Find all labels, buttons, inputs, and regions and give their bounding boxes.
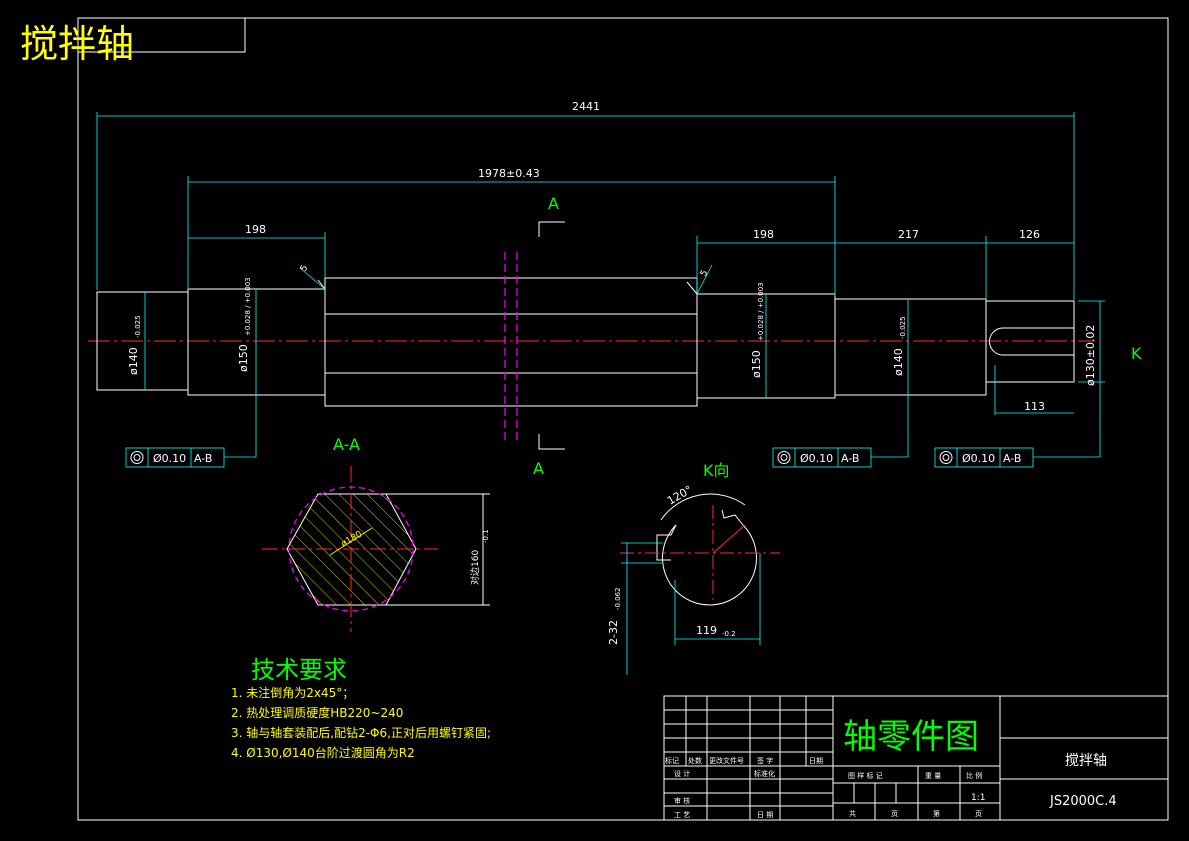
tb-label-total: 共	[849, 809, 856, 818]
chamfer-leader-right	[696, 264, 713, 295]
view-k-keyway-width-tol: -0.062	[614, 587, 622, 610]
k-view-keyway-top	[721, 509, 744, 526]
section-flats-label: 对边160	[469, 550, 481, 585]
tb-label-sheet: 第	[933, 809, 940, 818]
tb-label-mark: 标记	[665, 756, 679, 765]
dim-dia-left-end: ø140	[127, 347, 140, 375]
section-dia-leader	[329, 527, 373, 556]
tb-label-date2: 日 期	[757, 811, 773, 819]
tol-value-2: Ø0.10	[800, 452, 833, 465]
section-arrow-top	[538, 221, 565, 237]
tb-label-change-doc: 更改文件号	[709, 756, 744, 765]
tech-req-item-2: 2. 热处理调质硬度HB220~240	[231, 705, 403, 720]
tb-label-stage-mark: 图 样 标 记	[848, 771, 883, 780]
dim-chamfer-right: 5	[699, 269, 711, 279]
dim-overall: 2441	[572, 100, 600, 113]
tb-label-signature: 签 字	[757, 756, 773, 765]
span-dimension	[187, 176, 836, 296]
drawing-title: 搅拌轴	[20, 22, 134, 66]
tb-label-count: 处数	[688, 756, 702, 765]
tb-label-standardize: 标准化	[754, 769, 775, 778]
tolerance-frame-1: Ø0.10 A-B	[125, 447, 256, 468]
dim-left-journal: 198	[245, 223, 266, 236]
dim-dia-left-journal-tol: +0.028 / +0.003	[244, 277, 252, 336]
view-k-angle: 120°	[665, 483, 694, 508]
dim-middle: 217	[898, 228, 919, 241]
dim-dia-right-mid-tol: -0.025	[899, 316, 907, 339]
tech-req-item-3: 3. 轴与轴套装配后,配钻2-Φ6,正对后用螺钉紧固;	[231, 725, 491, 740]
title-scale: 1:1	[971, 793, 985, 803]
overall-dimension	[96, 112, 1075, 300]
view-k-keyway-depth-tol: -0.2	[722, 630, 736, 638]
view-k-keyway-width: 2-32	[607, 620, 620, 645]
section-flats-tol: -0.1	[482, 529, 490, 543]
tol-datum-1: A-B	[194, 452, 212, 465]
tb-label-process: 工 艺	[674, 811, 690, 819]
title-drawing-name: 轴零件图	[843, 717, 979, 757]
tb-label-ratio: 比 例	[966, 771, 982, 780]
k-view-circle	[662, 524, 757, 606]
view-k-label: K向	[703, 461, 730, 480]
k-view-angle-arc	[660, 493, 746, 521]
dim-dia-right-journal: ø150	[750, 350, 763, 378]
tb-label-review: 审 核	[674, 796, 690, 805]
dim-right-journal: 198	[753, 228, 774, 241]
tech-req-title: 技术要求	[251, 656, 347, 684]
section-letter-bottom: A	[533, 459, 544, 478]
right-dimensions	[696, 236, 1074, 300]
tol-value-3: Ø0.10	[962, 452, 995, 465]
tb-label-page: 页	[891, 810, 898, 818]
k-view-angle-line	[712, 524, 746, 554]
tb-label-weight: 重 量	[925, 772, 941, 780]
dim-keyway: 113	[1024, 400, 1045, 413]
dim-chamfer-left: 5	[299, 264, 311, 274]
tech-req-item-4: 4. Ø130,Ø140台阶过渡圆角为R2	[231, 745, 415, 760]
tech-req-item-1: 1. 未注倒角为2x45°；	[231, 685, 354, 700]
drawing-border	[77, 17, 1169, 821]
section-aa-label: A-A	[333, 435, 360, 454]
dim-dia-right-journal-tol: +0.028 / +0.003	[757, 282, 765, 341]
dim-span: 1978±0.43	[478, 167, 540, 180]
title-drawing-number: JS2000C.4	[1049, 794, 1117, 809]
tb-label-page2: 页	[975, 810, 982, 818]
section-letter-top: A	[548, 194, 559, 213]
k-view-keyway-left	[656, 524, 677, 561]
tb-label-design: 设 计	[674, 769, 690, 778]
title-block	[663, 695, 1169, 821]
tol-datum-3: A-B	[1003, 452, 1021, 465]
dim-dia-left-end-tol: -0.025	[134, 315, 142, 338]
tb-label-date: 日期	[809, 757, 823, 765]
dim-dia-left-journal: ø150	[237, 344, 250, 372]
left-journal-dimension	[188, 232, 326, 278]
chamfer-leader-left	[299, 267, 326, 290]
tol-value-1: Ø0.10	[153, 452, 186, 465]
tolerance-frame-2: Ø0.10 A-B	[772, 447, 908, 468]
section-arrow-bottom	[538, 434, 565, 450]
dim-dia-right-mid: ø140	[892, 348, 905, 376]
tolerance-frame-3: Ø0.10 A-B	[934, 447, 1100, 468]
section-hatch	[287, 494, 416, 605]
dim-end: 126	[1019, 228, 1040, 241]
dim-dia-right-end: ø130±0.02	[1084, 325, 1097, 386]
keyway-dimension	[994, 365, 1074, 415]
view-k-keyway-depth: 119	[696, 624, 717, 637]
view-letter-k: K	[1131, 344, 1142, 363]
title-corner-box	[78, 18, 246, 53]
tol-datum-2: A-B	[841, 452, 859, 465]
title-part-name: 搅拌轴	[1065, 753, 1107, 769]
